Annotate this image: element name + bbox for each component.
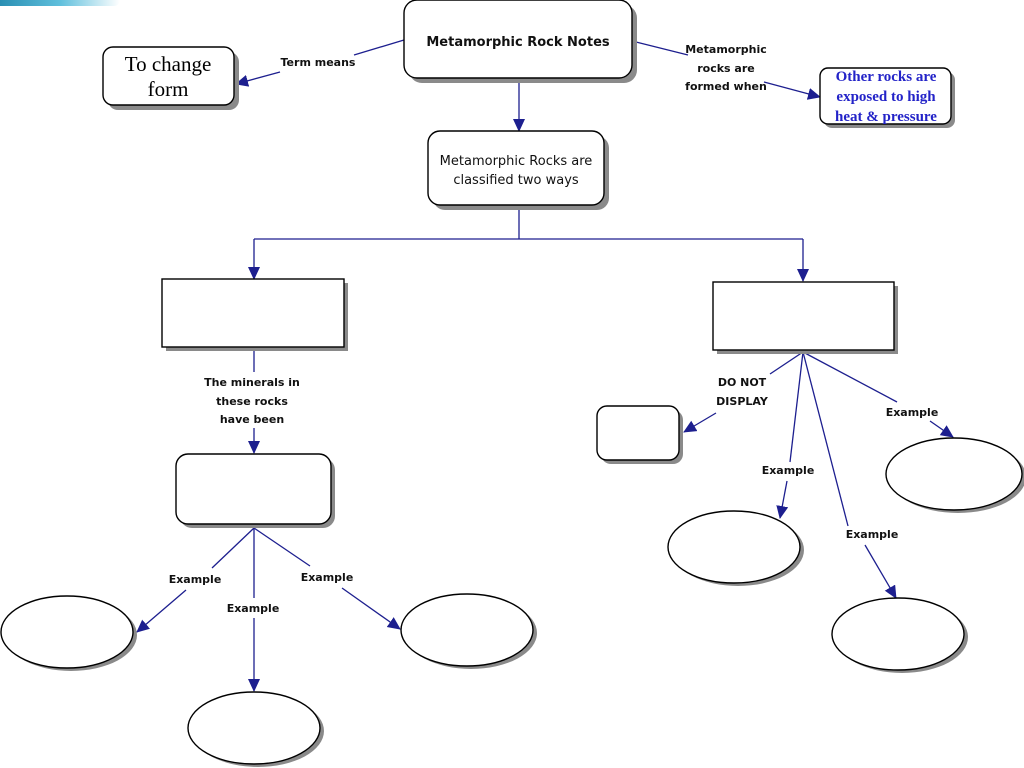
label-do-not-line1: DO NOT bbox=[718, 376, 767, 389]
label-minerals-line1: The minerals in bbox=[204, 376, 300, 389]
label-example-right-3: Example bbox=[886, 406, 939, 419]
label-formed-line1: Metamorphic bbox=[685, 43, 767, 56]
edge-term-to-change bbox=[235, 71, 281, 87]
label-term-means: Term means bbox=[281, 56, 356, 69]
slide-corner-decoration bbox=[0, 0, 120, 6]
edge-right-ex3b bbox=[929, 420, 954, 438]
edge-right-ex2a bbox=[802, 351, 849, 527]
label-example-right-1: Example bbox=[762, 464, 815, 477]
blank-box-do-not-display bbox=[596, 405, 683, 464]
node-other-rocks: Other rocks are exposed to high heat & p… bbox=[819, 67, 955, 128]
blank-ellipse-right-example-2 bbox=[831, 597, 968, 673]
edge-right-ex1a bbox=[789, 351, 804, 463]
label-do-not-line2: DISPLAY bbox=[716, 395, 769, 408]
node-root-text: Metamorphic Rock Notes bbox=[426, 35, 610, 50]
label-example-left-1: Example bbox=[169, 573, 222, 586]
edge-minerals-ex1b bbox=[136, 589, 187, 633]
blank-box-left-classification bbox=[161, 278, 348, 351]
label-minerals-line3: have been bbox=[220, 413, 284, 426]
label-example-left-3: Example bbox=[301, 571, 354, 584]
node-to-change-line1: To change bbox=[125, 52, 212, 76]
edge-root-to-term bbox=[353, 39, 405, 56]
edge-donot-to-box bbox=[683, 412, 717, 433]
node-classified-line2: classified two ways bbox=[453, 173, 579, 188]
blank-ellipse-left-example-1 bbox=[0, 595, 137, 671]
blank-box-right-classification bbox=[712, 281, 898, 354]
label-minerals-line2: these rocks bbox=[216, 395, 288, 408]
edge-right-ex1b bbox=[776, 480, 789, 519]
edge-root-to-formed bbox=[635, 41, 689, 56]
edge-minerals-ex1a bbox=[211, 527, 255, 569]
node-to-change-form: To change form bbox=[102, 46, 239, 110]
node-classified: Metamorphic Rocks are classified two way… bbox=[427, 130, 609, 210]
node-other-line3: heat & pressure bbox=[835, 109, 937, 125]
blank-box-minerals-result bbox=[175, 453, 335, 528]
node-classified-line1: Metamorphic Rocks are bbox=[440, 154, 593, 169]
edge-labels: Term means Metamorphic rocks are formed … bbox=[169, 43, 939, 615]
node-other-line2: exposed to high bbox=[836, 89, 936, 105]
edge-minerals-ex3b bbox=[341, 587, 401, 630]
blank-ellipse-right-example-3 bbox=[885, 437, 1024, 513]
label-example-right-2: Example bbox=[846, 528, 899, 541]
label-formed-line3: formed when bbox=[685, 80, 767, 93]
edge-right-ex2b bbox=[864, 544, 897, 599]
label-example-left-2: Example bbox=[227, 602, 280, 615]
node-root: Metamorphic Rock Notes bbox=[403, 0, 637, 83]
node-to-change-line2: form bbox=[148, 77, 189, 101]
blank-ellipse-left-example-2 bbox=[187, 691, 324, 767]
blank-ellipse-left-example-3 bbox=[400, 593, 537, 669]
label-formed-line2: rocks are bbox=[697, 62, 755, 75]
node-other-line1: Other rocks are bbox=[836, 69, 937, 85]
connectors bbox=[136, 39, 954, 692]
edge-right-to-donot bbox=[769, 351, 804, 375]
blank-ellipse-right-example-1 bbox=[667, 510, 804, 586]
edge-minerals-ex3a bbox=[253, 527, 311, 567]
edge-formed-to-other bbox=[763, 81, 821, 100]
edge-right-ex3a bbox=[802, 351, 898, 403]
